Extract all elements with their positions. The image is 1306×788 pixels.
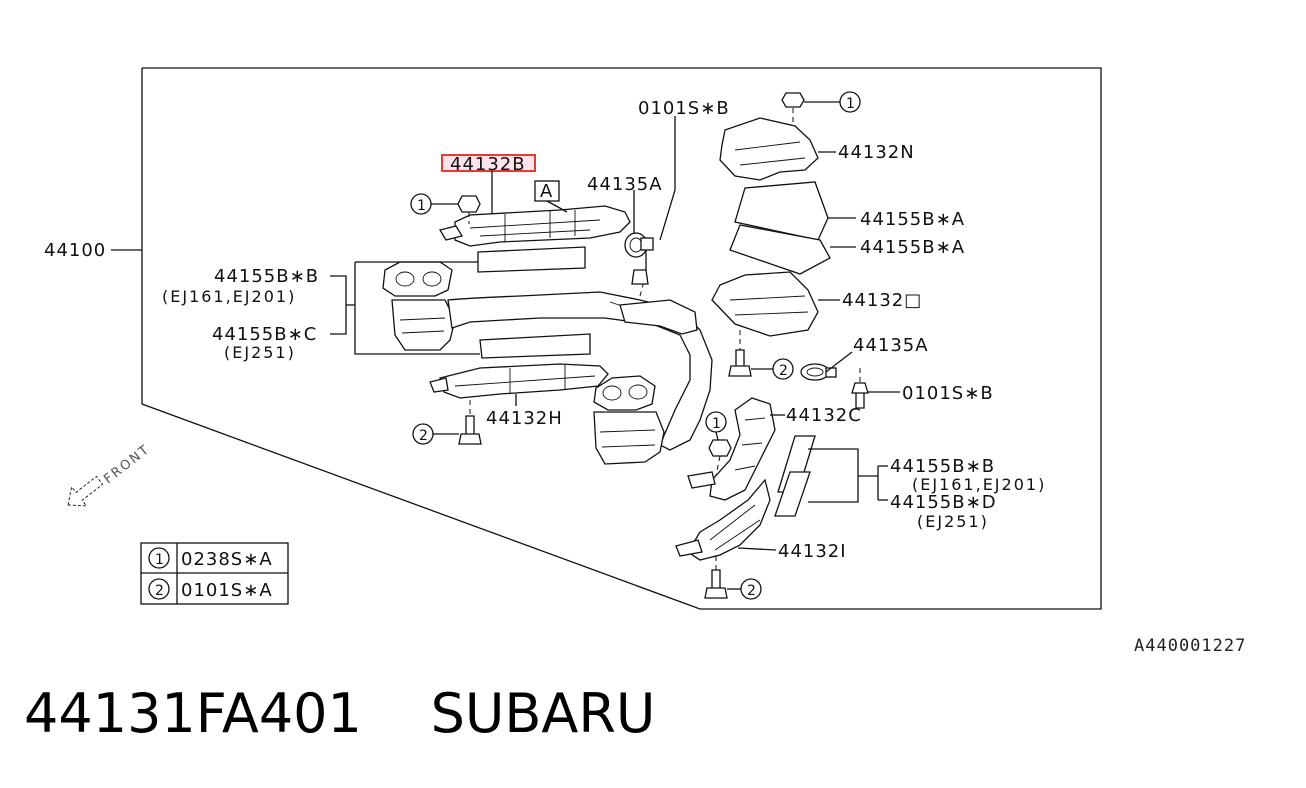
heat-shield-44132N[interactable] [719,117,819,181]
bolt-icon [458,415,482,445]
highlight-box-44132B [441,154,536,172]
nut-icon [457,195,481,213]
heat-shield-44132I[interactable] [675,478,771,561]
part-number: 44131FA401 [24,682,362,745]
callout-1-c-text: 1 [712,416,721,432]
label-44135A-top[interactable]: 44135A [587,174,663,195]
label-view-a: A [540,181,553,202]
callout-1-b [839,91,861,113]
legend-callout-1 [148,547,170,569]
label-44155BB-right[interactable]: 44155B∗B [890,456,995,477]
legend-code-2[interactable]: 0101S∗A [181,580,273,601]
callout-2-c [740,578,762,600]
bolt-icon [631,269,649,285]
label-44155BA-2[interactable]: 44155B∗A [860,237,965,258]
bracket-line [354,262,480,355]
heat-shield-44132B[interactable] [438,205,631,247]
label-44132B[interactable]: 44132B [450,154,526,175]
label-44100[interactable]: 44100 [44,240,106,261]
label-44155BC[interactable]: 44155B∗C [212,324,317,345]
bolt-icon [704,569,728,599]
legend-code-1[interactable]: 0238S∗A [181,549,273,570]
legend-callout-2 [148,578,170,600]
bracket-line [330,275,347,335]
leader-0101SB-top [659,116,676,241]
reference-code: A440001227 [1134,636,1247,656]
label-44155BD[interactable]: 44155B∗D [890,492,997,513]
callout-2-b-text: 2 [779,363,788,379]
front-arrow-icon [67,475,104,507]
bracket-line [808,448,859,503]
bolt-icon [851,382,869,409]
gasket-44155BA-2[interactable] [729,224,831,275]
label-44155BB-right-sub: (EJ161,EJ201) [912,475,1046,494]
callout-1-a-text: 1 [417,198,426,214]
callout-2-c-text: 2 [747,583,756,599]
callout-1-b-text: 1 [846,96,855,112]
nut-icon [781,92,805,108]
label-0101SB-top[interactable]: 0101S∗B [638,98,730,119]
label-44155BA-1[interactable]: 44155B∗A [860,209,965,230]
clamp-44135A-right[interactable] [800,363,837,381]
brand-name: SUBARU [430,682,656,745]
label-0101SB-right[interactable]: 0101S∗B [902,383,994,404]
label-44132H[interactable]: 44132H [486,408,563,429]
legend-num-2: 2 [155,583,164,599]
label-44155BD-sub: (EJ251) [917,512,989,531]
nut-icon [708,439,732,457]
clamp-44135A-top[interactable] [624,232,654,274]
exhaust-pipe-assembly[interactable] [382,246,713,465]
footer-gap [362,682,431,745]
label-44155BB-left[interactable]: 44155B∗B [214,266,319,287]
diagram-frame [141,67,1102,610]
bolt-icon [728,349,752,377]
leader-44132I [737,547,777,551]
label-44155BC-sub: (EJ251) [224,343,296,362]
callout-2-b [772,358,794,380]
gasket-44155BD[interactable] [774,471,811,517]
legend-num-1: 1 [155,552,164,568]
label-44132I[interactable]: 44132I [778,541,847,562]
heat-shield-44132C[interactable] [687,397,776,501]
callout-2-a-text: 2 [419,428,428,444]
dash-line [715,455,721,477]
footer-title: 44131FA401 SUBARU [24,682,655,745]
leader-callout-1-c [715,431,719,441]
legend-table: 1 0238S∗A 2 0101S∗A [140,542,289,605]
label-44132O[interactable]: 44132□ [842,290,922,311]
front-label: FRONT [101,442,153,487]
label-44155BB-left-sub: (EJ161,EJ201) [162,287,296,306]
label-44135A-right[interactable]: 44135A [853,335,929,356]
label-44132N[interactable]: 44132N [838,142,915,163]
leader-view-a [546,200,568,213]
gasket-44155BA-1[interactable] [734,181,829,241]
heat-shield-44132H[interactable] [429,363,609,399]
label-44132C[interactable]: 44132C [786,405,862,426]
leader-44135A-right [825,351,853,373]
heat-shield-44132O[interactable] [711,271,819,337]
